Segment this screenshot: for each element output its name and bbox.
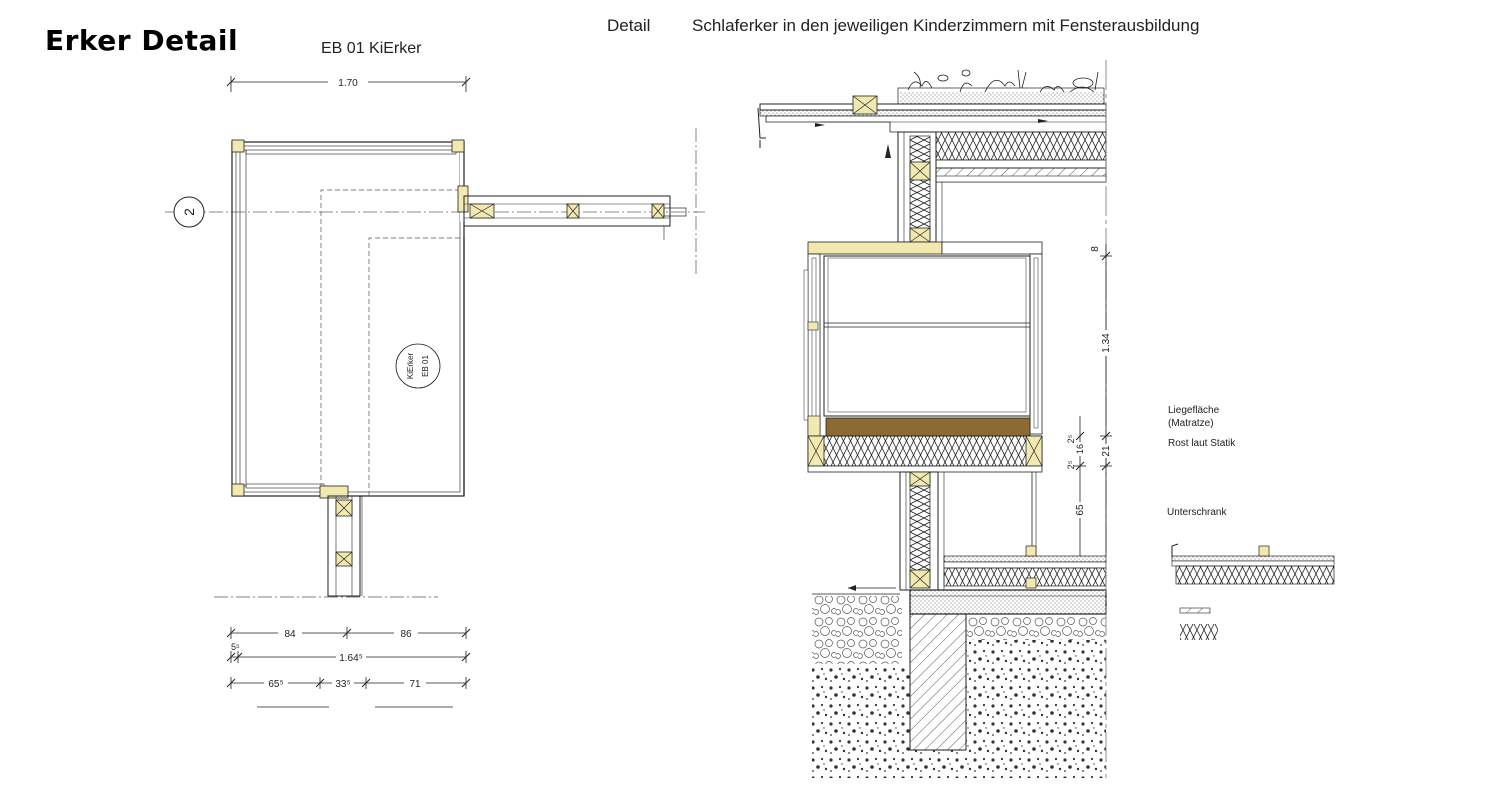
floor-section [909,545,1107,615]
dim-84: 84 [284,629,296,640]
detail-description: Schlaferker in den jeweiligen Kinderzimm… [692,16,1200,35]
dim-33: 33⁵ [335,679,350,690]
dim-21: 21 [1101,445,1112,457]
wall-lower [899,471,945,591]
dim-16: 16 [1075,444,1085,454]
note-unterschrank: Unterschrank [1167,507,1227,518]
erker-plan-outline [231,141,465,497]
section-detail: 8 1.34 21 16 2⁵ 2⁵ 65 [757,60,1335,778]
legend-detail [1171,543,1335,640]
mattress [825,417,1031,437]
dim-top: 1.70 [226,75,471,92]
corner-posts [231,139,469,499]
note-liegeflaeche: Liegefläche [1168,405,1220,416]
section-dimensions: 8 1.34 21 16 2⁵ 2⁵ 65 [1066,244,1112,556]
room-tag-name: KiErker [406,353,415,380]
dim-row-1: 84 86 [226,627,471,640]
note-matratze: (Matratze) [1168,418,1214,429]
dim-8: 8 [1090,246,1101,252]
dim-row-2: 5⁵ 1.64⁵ [226,642,471,664]
wall-upper [897,131,943,243]
wall-bottom [214,495,438,598]
plan-label: EB 01 KiErker [321,40,422,57]
dim-134: 1.34 [1101,333,1112,353]
room-tag-number: EB 01 [421,355,430,377]
dim-65: 65⁵ [268,679,283,690]
dim-5: 5⁵ [231,642,240,652]
note-rost: Rost laut Statik [1168,438,1236,449]
ground-section [812,585,1106,778]
dim-71: 71 [409,679,421,690]
floor-plan: 1.70 2 [165,75,705,708]
dim-top-label: 1.70 [338,78,358,89]
dim-row-3: 65⁵ 33⁵ 71 [226,677,471,690]
detail-label: Detail [607,16,651,35]
dim-65-section: 65 [1075,504,1086,516]
dim-2a: 2⁵ [1066,434,1076,443]
dim-164: 1.64⁵ [339,653,363,664]
room-tag: KiErker EB 01 [395,343,441,389]
erker-section [803,241,1043,556]
dim-86: 86 [400,629,412,640]
dim-2b: 2⁵ [1066,460,1076,469]
axis-marker: 2 [173,196,205,228]
wall-right [463,128,697,275]
axis-marker-label: 2 [181,208,197,216]
page-title: Erker Detail [45,24,239,57]
green-roof-plants [907,69,1099,93]
